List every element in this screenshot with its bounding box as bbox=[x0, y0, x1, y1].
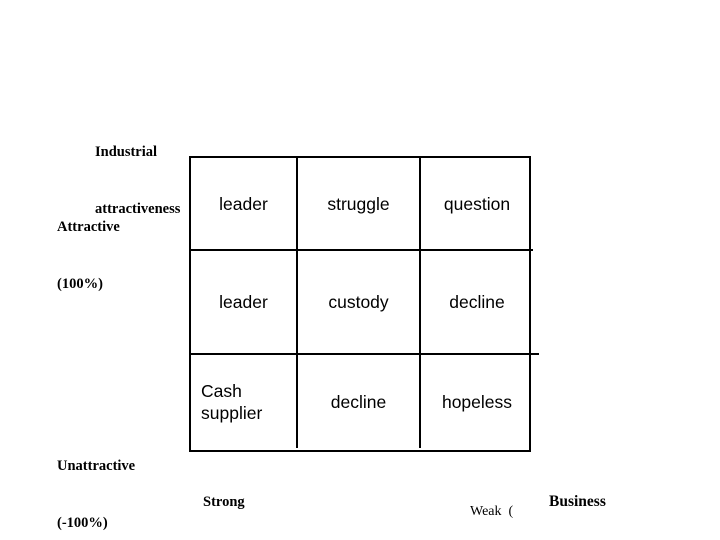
grid-divider-overshoot bbox=[529, 353, 539, 355]
y-axis-label-unattractive-line-1: Unattractive bbox=[57, 458, 136, 474]
x-axis-title-business-status: Business status bbox=[549, 447, 606, 540]
x-axis-label-weak-line-1: Weak ( bbox=[470, 504, 514, 519]
strategy-matrix-grid: leader struggle question leader custody … bbox=[189, 156, 533, 452]
x-axis-label-strong: Strong (100%) bbox=[203, 455, 249, 540]
matrix-cell-r1c1: custody bbox=[296, 249, 419, 353]
chart-title: Industrial attractiveness bbox=[95, 105, 180, 257]
matrix-cell-r1c0: leader bbox=[191, 249, 296, 353]
y-axis-label-unattractive-line-2: (-100%) bbox=[57, 515, 108, 531]
y-axis-label-unattractive: Unattractive (-100%) bbox=[57, 419, 135, 540]
matrix-cell-r0c0: leader bbox=[219, 193, 268, 214]
x-axis-title-line-1: Business bbox=[549, 493, 606, 510]
matrix-cell-r0c2: question bbox=[419, 158, 533, 249]
matrix-cell-r2c2: hopeless bbox=[419, 353, 533, 448]
matrix-cell-r0c1: struggle bbox=[296, 158, 419, 249]
matrix-cell-r2c0: Cash supplier bbox=[191, 353, 296, 448]
chart-title-line-2: attractiveness bbox=[95, 201, 181, 217]
y-axis-label-attractive-line-1: Attractive bbox=[57, 219, 120, 235]
x-axis-label-strong-line-1: Strong bbox=[203, 494, 245, 510]
matrix-cell-r1c2: decline bbox=[419, 249, 533, 353]
chart-title-line-1: Industrial bbox=[95, 144, 158, 160]
y-axis-label-attractive: Attractive (100%) bbox=[57, 180, 120, 332]
matrix-cell-r2c1: decline bbox=[296, 353, 419, 448]
x-axis-label-weak: Weak ( -100%) bbox=[470, 464, 513, 540]
y-axis-label-attractive-line-2: (100%) bbox=[57, 276, 103, 292]
